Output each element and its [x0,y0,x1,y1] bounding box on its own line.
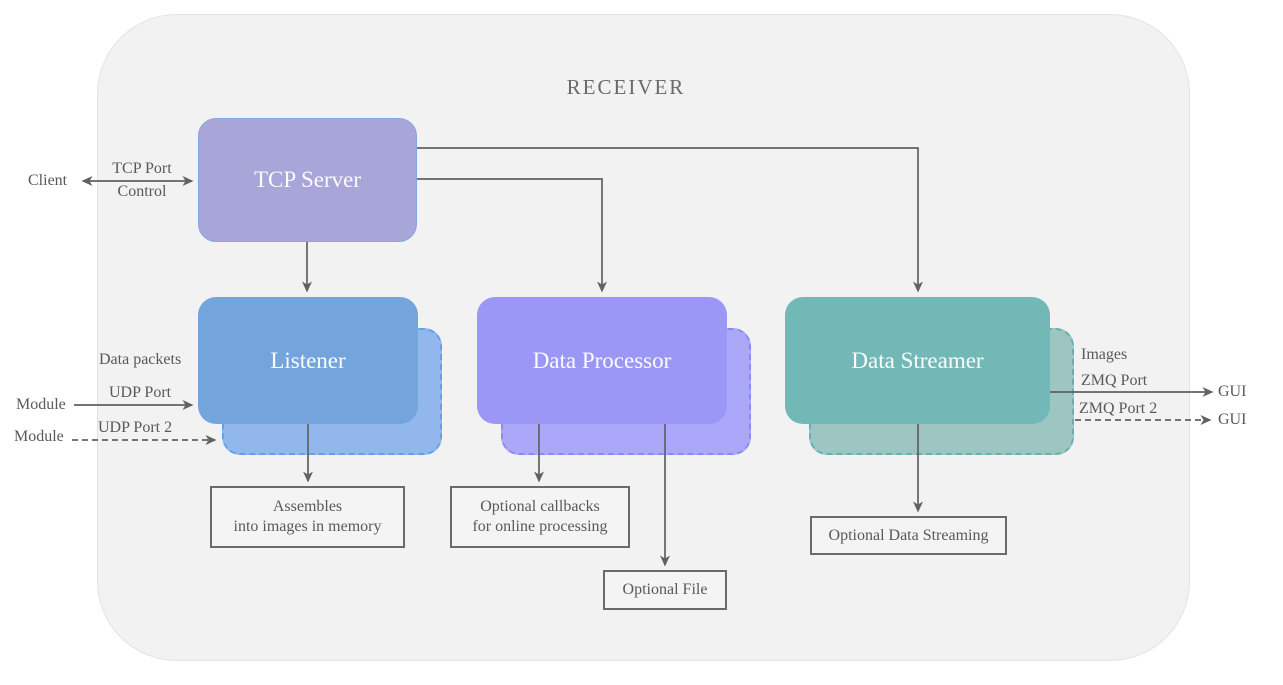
note-optional-file-label: Optional File [622,581,708,598]
label-udp-port-2: UDP Port 2 [98,419,173,436]
label-module-2: Module [14,428,64,445]
note-assembles-line2: into images in memory [233,518,382,535]
label-client: Client [28,172,68,189]
label-images: Images [1081,346,1128,363]
label-zmq-port: ZMQ Port [1081,372,1148,389]
note-callbacks-line1: Optional callbacks [480,498,600,515]
node-data-processor[interactable]: Data Processor [477,297,727,424]
node-tcp-server[interactable]: TCP Server [198,118,417,242]
label-zmq-port-2: ZMQ Port 2 [1079,400,1158,417]
label-tcp-port: TCP Port [112,160,172,177]
note-assembles-line1: Assembles [272,498,343,515]
note-assembles: Assembles into images in memory [210,486,405,548]
label-module-1: Module [16,396,66,413]
label-gui-1: GUI [1218,383,1247,400]
node-tcp-server-label: TCP Server [253,167,362,192]
note-callbacks: Optional callbacks for online processing [450,486,630,548]
diagram-title: RECEIVER [566,75,686,99]
note-optional-streaming-label: Optional Data Streaming [828,526,989,544]
note-optional-file: Optional File [603,570,727,610]
node-data-streamer[interactable]: Data Streamer [785,297,1050,424]
note-optional-streaming: Optional Data Streaming [810,516,1007,555]
note-callbacks-line2: for online processing [472,518,608,535]
label-udp-port: UDP Port [109,384,172,401]
node-listener-label: Listener [270,347,346,373]
label-control: Control [117,183,167,200]
node-data-processor-label: Data Processor [532,347,672,373]
label-gui-2: GUI [1218,411,1247,428]
node-data-streamer-label: Data Streamer [851,347,984,373]
node-listener[interactable]: Listener [198,297,418,424]
label-data-packets: Data packets [99,351,182,368]
